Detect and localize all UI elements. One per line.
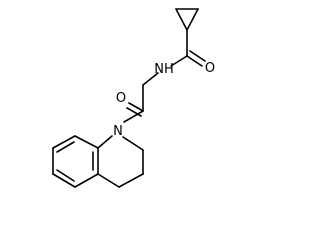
bond-c8-c7 [52,135,76,149]
bond-cp3 [186,8,199,31]
structure-canvas: O NH O N [52,8,215,188]
molecule-drawing: O NH O N [52,8,215,188]
bond-n-ch2 [142,72,159,86]
bond-carbonyl-n [170,55,188,67]
atom-label-amide-nitrogen: NH [154,62,174,77]
atom-label-amide-oxygen: O [205,61,215,76]
atom-label-ring-nitrogen: N [113,124,123,139]
bond-cp2 [175,8,188,31]
atom-label-ketone-oxygen: O [116,91,126,106]
bond-c6-c5-inner [56,169,75,182]
bond-c6-c5 [52,173,76,188]
bond-n-c2 [122,136,144,151]
bond-carbonyl-o-2 [189,50,206,62]
bond-ketone-n [123,110,144,123]
bond-c3-c4 [118,173,144,188]
bond-c4-c4a [97,173,120,188]
bond-ketone-o-2 [126,107,142,117]
bond-c8-c7-inner [56,141,75,153]
bond-carbonyl-o-1 [186,55,203,67]
bond-c5-c4a [74,173,99,188]
bond-n-c8a [97,135,113,149]
bond-ketone-o-1 [128,102,144,112]
bond-c8a-c8 [74,135,99,149]
